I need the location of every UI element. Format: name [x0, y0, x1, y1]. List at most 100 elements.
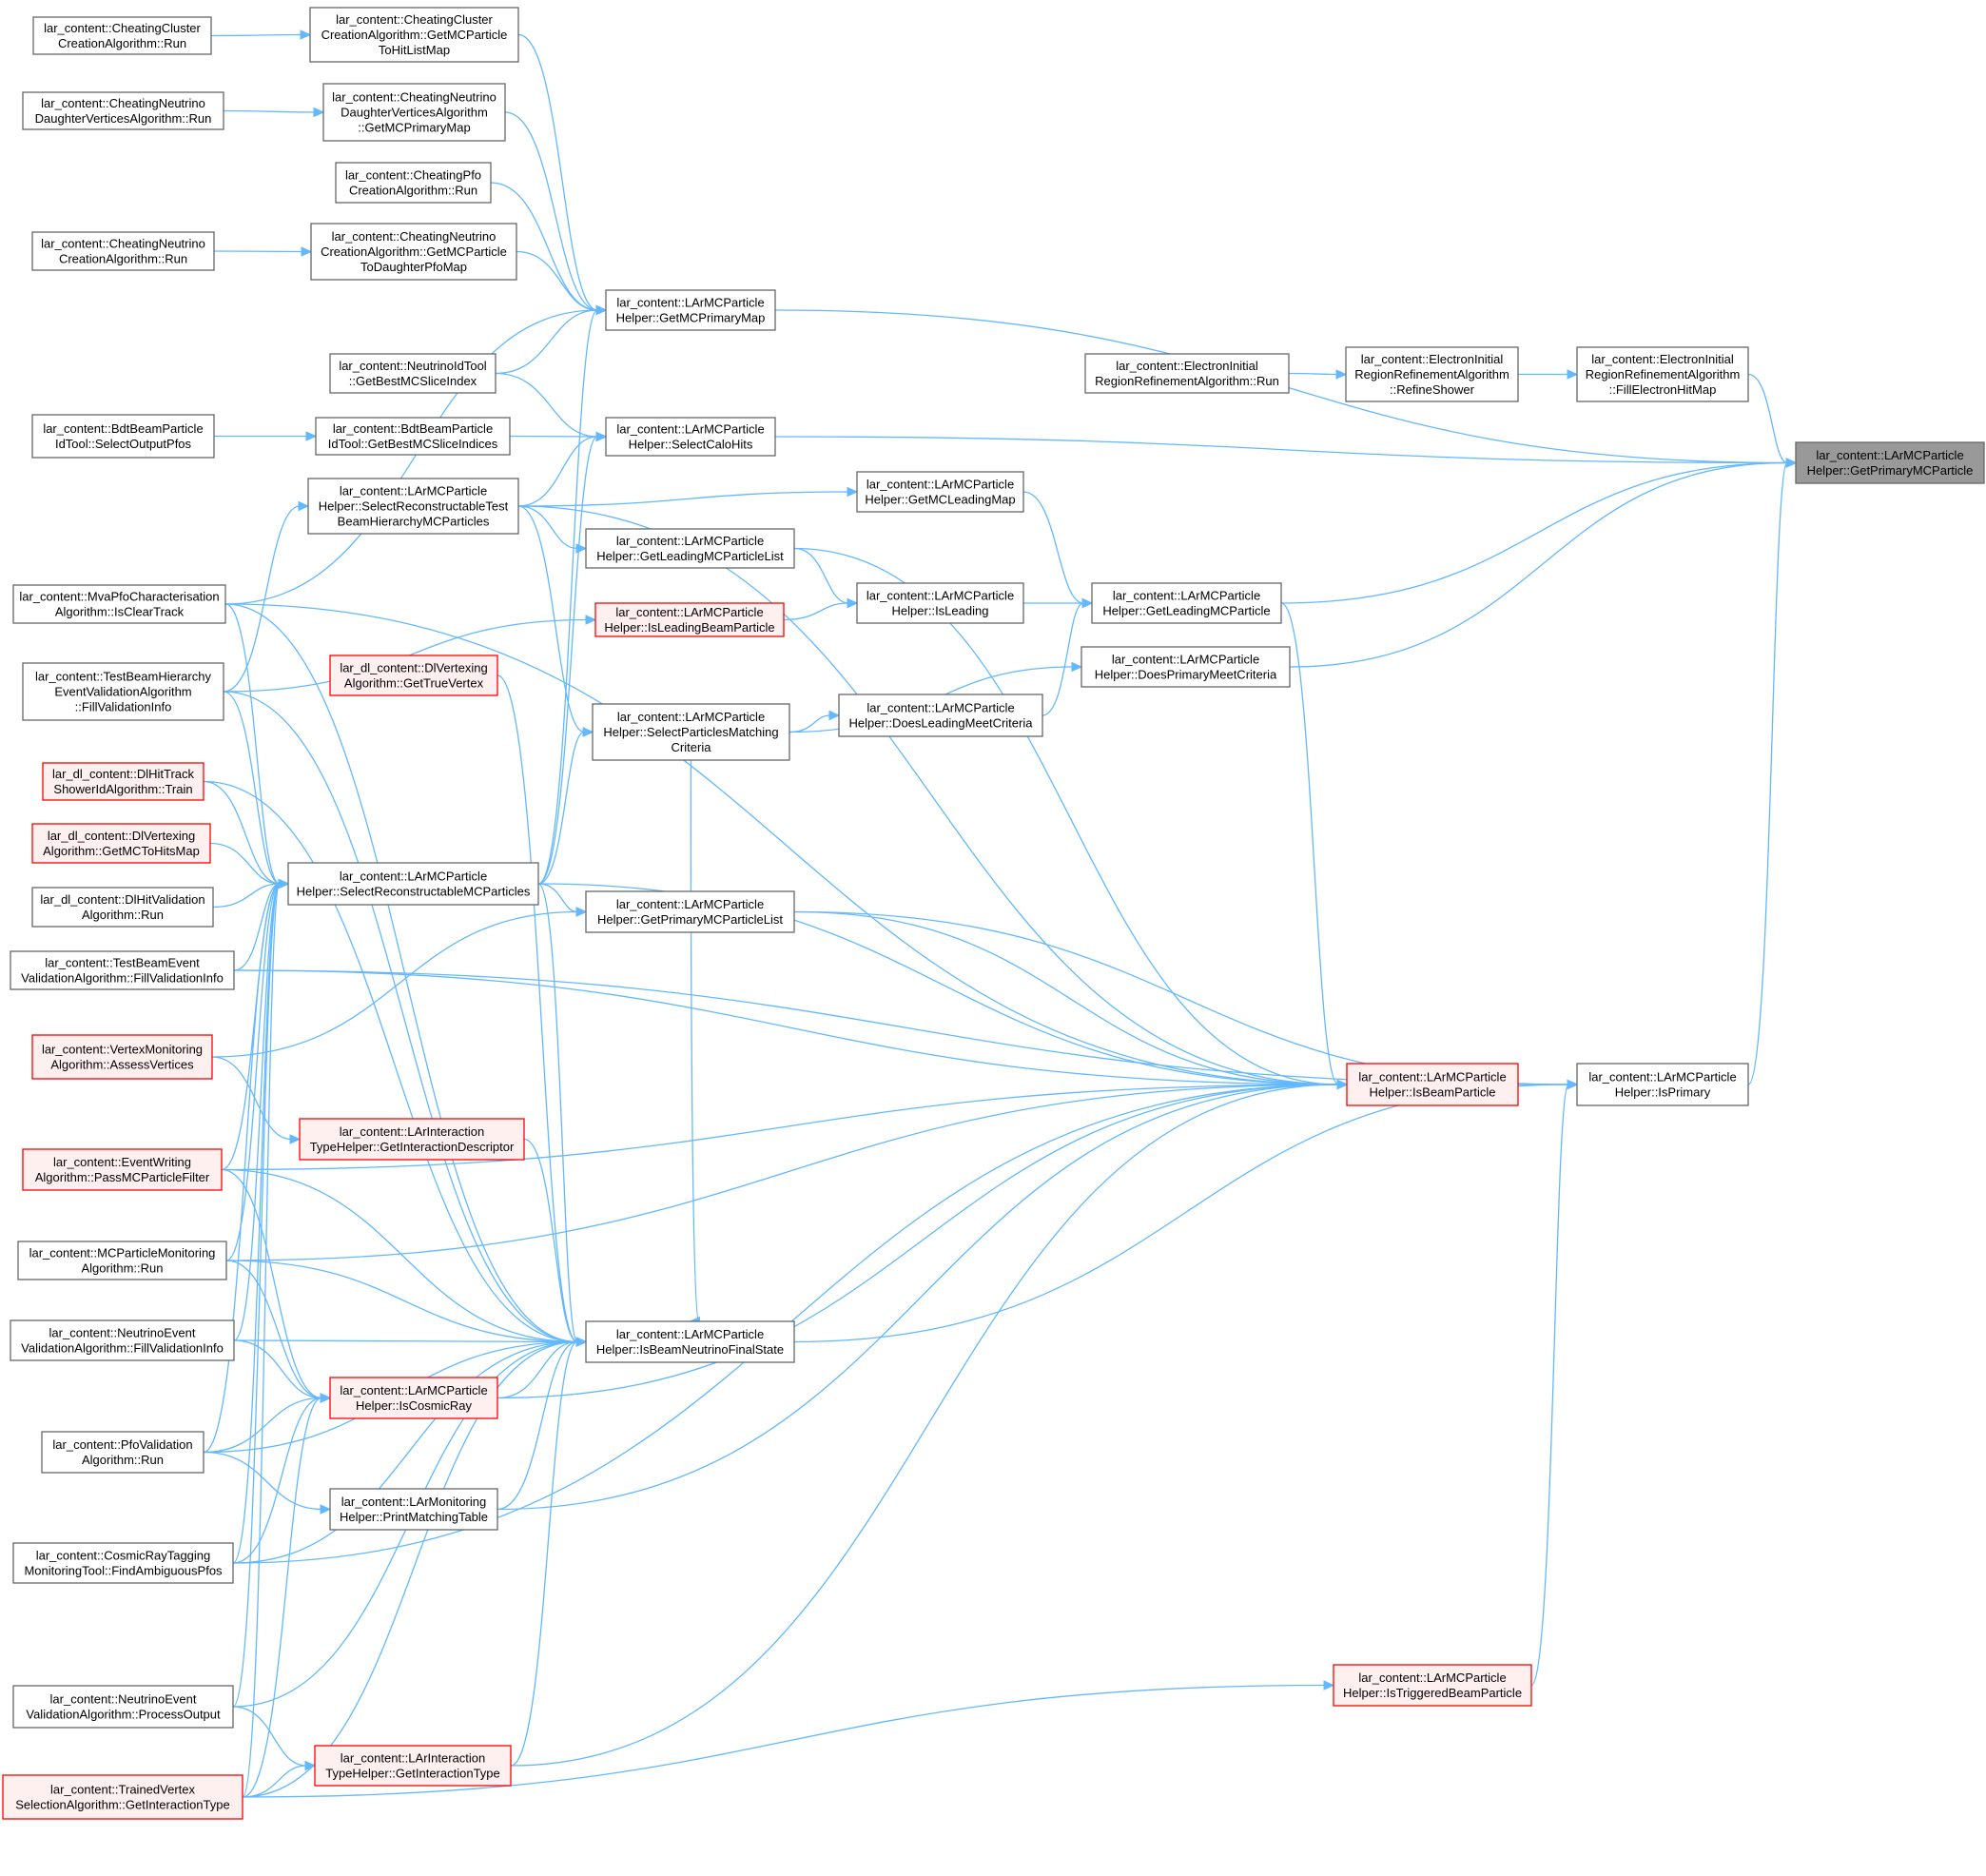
node-cheat-cluster-map[interactable]: lar_content::CheatingClusterCreationAlgo… [309, 7, 519, 63]
node-label-line: ToHitListMap [379, 43, 450, 57]
edge-line [496, 1084, 1339, 1399]
edge-line [537, 731, 585, 885]
edge-line [523, 1138, 578, 1343]
edge-line [1530, 1084, 1569, 1687]
node-select-reco-test-beam[interactable]: lar_content::LArMCParticleHelper::Select… [307, 478, 519, 535]
node-label-line: lar_content::NeutrinoEvent [50, 1692, 197, 1707]
node-does-primary[interactable]: lar_content::LArMCParticleHelper::DoesPr… [1081, 646, 1291, 688]
node-dl-hit-track[interactable]: lar_dl_content::DlHitTrackShowerIdAlgori… [42, 762, 204, 801]
node-label-line: lar_content::CosmicRayTagging [36, 1549, 211, 1563]
node-label-line: lar_content::LArMCParticle [1358, 1070, 1506, 1085]
edge-line [233, 1339, 322, 1399]
arrowhead-icon [1323, 1680, 1335, 1690]
node-is-cosmic-ray[interactable]: lar_content::LArMCParticleHelper::IsCosm… [329, 1377, 498, 1419]
arrowhead-icon [575, 543, 588, 554]
node-get-leading-list[interactable]: lar_content::LArMCParticleHelper::GetLea… [585, 528, 795, 569]
node-electron-refine[interactable]: lar_content::ElectronInitialRegionRefine… [1345, 346, 1519, 402]
node-print-matching[interactable]: lar_content::LArMonitoringHelper::PrintM… [329, 1488, 498, 1531]
node-get-leading-m-c[interactable]: lar_content::LArMCParticleHelper::GetLea… [1091, 582, 1282, 624]
node-is-beam-nu-final[interactable]: lar_content::LArMCParticleHelper::IsBeam… [585, 1320, 795, 1363]
node-label-line: ::FillValidationInfo [75, 700, 172, 714]
node-label-line: Helper::PrintMatchingTable [340, 1510, 488, 1524]
edge-line [225, 1084, 1339, 1261]
node-box [31, 231, 215, 271]
node-bdt-get-best[interactable]: lar_content::BdtBeamParticleIdTool::GetB… [315, 417, 511, 456]
node-cheat-nu-daughter-run[interactable]: lar_content::CheatingNeutrinoDaughterVer… [22, 91, 224, 130]
node-vertex-monitoring[interactable]: lar_content::VertexMonitoringAlgorithm::… [31, 1034, 213, 1080]
node-is-triggered-beam[interactable]: lar_content::LArMCParticleHelper::IsTrig… [1333, 1664, 1532, 1707]
edge-line [221, 1084, 1339, 1171]
edge-line [537, 883, 578, 913]
node-is-beam-particle[interactable]: lar_content::LArMCParticleHelper::IsBeam… [1346, 1063, 1519, 1106]
node-label-line: lar_content::LArMonitoring [341, 1495, 486, 1509]
node-cheat-nu-creation-map[interactable]: lar_content::CheatingNeutrinoCreationAlg… [310, 223, 517, 281]
edge-line [210, 33, 302, 37]
node-label-line: CreationAlgorithm::Run [59, 252, 187, 266]
node-label-line: Helper::IsPrimary [1615, 1085, 1711, 1100]
call-edge [223, 500, 310, 693]
node-box [856, 582, 1024, 624]
edge-line [203, 1397, 322, 1454]
node-select-calo-hits[interactable]: lar_content::LArMCParticleHelper::Select… [605, 417, 776, 457]
arrowhead-icon [1567, 369, 1579, 380]
arrowhead-icon [595, 304, 608, 316]
edge-line [203, 883, 281, 1454]
node-box [12, 584, 226, 624]
node-bdt-select[interactable]: lar_content::BdtBeamParticleIdTool::Sele… [31, 414, 215, 459]
call-edge [517, 486, 859, 507]
node-test-beam-hierarchy[interactable]: lar_content::TestBeamHierarchyEventValid… [22, 662, 224, 721]
node-get-primary-list[interactable]: lar_content::LArMCParticleHelper::GetPri… [585, 890, 795, 933]
node-cheat-cluster-run[interactable]: lar_content::CheatingClusterCreationAlgo… [32, 16, 212, 55]
node-label-line: lar_content::BdtBeamParticle [333, 421, 493, 436]
node-mc-particle-monitoring[interactable]: lar_content::MCParticleMonitoringAlgorit… [17, 1241, 227, 1280]
node-get-m-c-primary-map[interactable]: lar_content::LArMCParticleHelper::GetMCP… [605, 289, 776, 331]
node-label-line: Helper::GetMCPrimaryMap [616, 311, 766, 325]
node-label-line: ::RefineShower [1390, 382, 1475, 397]
node-is-leading-beam[interactable]: lar_content::LArMCParticleHelper::IsLead… [594, 602, 785, 637]
node-label-line: Helper::GetLeadingMCParticleList [596, 549, 784, 563]
node-mva-pfo[interactable]: lar_content::MvaPfoCharacterisationAlgor… [12, 584, 226, 624]
node-get-m-c-leading-map[interactable]: lar_content::LArMCParticleHelper::GetMCL… [856, 471, 1024, 513]
node-cheat-nu-daughter-map[interactable]: lar_content::CheatingNeutrinoDaughterVer… [322, 83, 506, 142]
edge-line [1289, 461, 1788, 668]
node-cosmic-tagging[interactable]: lar_content::CosmicRayTaggingMonitoringT… [12, 1542, 234, 1584]
node-interaction-descriptor[interactable]: lar_content::LArInteractionTypeHelper::G… [299, 1118, 525, 1161]
node-box [605, 289, 776, 331]
node-label-line: ToDaughterPfoMap [360, 260, 467, 274]
node-nu-event-process[interactable]: lar_content::NeutrinoEventValidationAlgo… [12, 1685, 234, 1729]
arrowhead-icon [298, 500, 310, 512]
node-dl-vertex-map[interactable]: lar_dl_content::DlVertexingAlgorithm::Ge… [31, 823, 211, 864]
node-is-primary[interactable]: lar_content::LArMCParticleHelper::IsPrim… [1576, 1063, 1749, 1106]
node-dl-vertex-true[interactable]: lar_dl_content::DlVertexingAlgorithm::Ge… [329, 655, 498, 696]
node-label-line: lar_content::LArMCParticle [616, 534, 764, 548]
call-edge [537, 727, 594, 885]
node-cheat-pfo-run[interactable]: lar_content::CheatingPfoCreationAlgorith… [335, 162, 492, 204]
node-cheat-nu-creation-run[interactable]: lar_content::CheatingNeutrinoCreationAlg… [31, 231, 215, 271]
edge-line [232, 1397, 322, 1564]
node-label-line: lar_content::TestBeamEvent [45, 956, 200, 970]
edge-line [225, 1260, 578, 1343]
arrowhead-icon [828, 710, 841, 721]
node-nu-event-fill[interactable]: lar_content::NeutrinoEventValidationAlgo… [10, 1319, 235, 1361]
node-event-writing[interactable]: lar_content::EventWritingAlgorithm::Pass… [22, 1148, 223, 1191]
node-label-line: Helper::GetMCLeadingMap [865, 493, 1015, 507]
node-select-reco-m-c[interactable]: lar_content::LArMCParticleHelper::Select… [287, 862, 539, 906]
node-nu-id-tool[interactable]: lar_content::NeutrinoIdTool::GetBestMCSl… [329, 353, 496, 394]
node-trained-vertex[interactable]: lar_content::TrainedVertexSelectionAlgor… [2, 1774, 243, 1820]
node-electron-fill[interactable]: lar_content::ElectronInitialRegionRefine… [1576, 346, 1749, 402]
node-label-line: BeamHierarchyMCParticles [338, 515, 490, 529]
node-test-beam-event[interactable]: lar_content::TestBeamEventValidationAlgo… [10, 950, 235, 990]
edge-line [793, 910, 1339, 1085]
node-dl-hit-validation[interactable]: lar_dl_content::DlHitValidationAlgorithm… [31, 887, 214, 928]
edge-line [211, 910, 578, 1058]
node-select-particles-matching[interactable]: lar_content::LArMCParticleHelper::Select… [592, 703, 790, 761]
node-label-line: lar_content::TestBeamHierarchy [35, 670, 211, 684]
call-edge [517, 505, 588, 554]
node-does-leading[interactable]: lar_content::LArMCParticleHelper::DoesLe… [838, 694, 1043, 737]
node-electron-run[interactable]: lar_content::ElectronInitialRegionRefine… [1084, 353, 1290, 394]
node-interaction-type[interactable]: lar_content::LArInteractionTypeHelper::G… [314, 1745, 512, 1787]
node-is-leading[interactable]: lar_content::LArMCParticleHelper::IsLead… [856, 582, 1024, 624]
edge-line [793, 547, 849, 604]
